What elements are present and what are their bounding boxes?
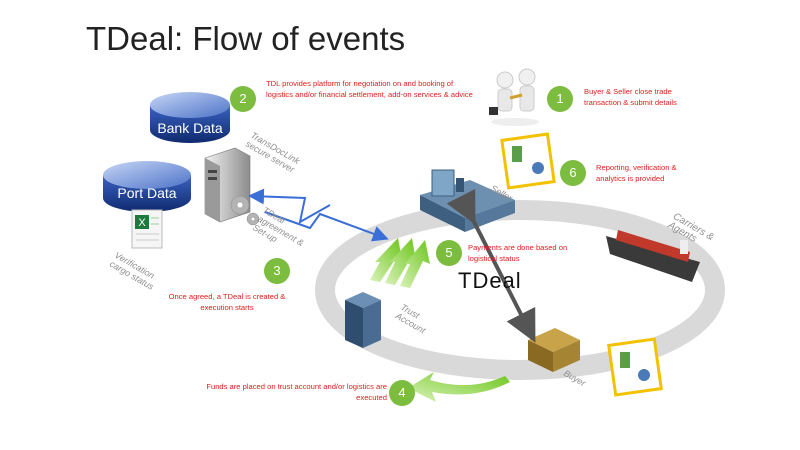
port-data-database: Port Data: [103, 161, 191, 212]
step-6-text: Reporting, verification & analytics is p…: [596, 163, 677, 183]
tdeal-brand: TDeal: [458, 268, 522, 293]
bank-data-database: Bank Data: [150, 92, 230, 143]
ship-icon: [606, 230, 700, 282]
step-2-text: TDL provides platform for negotiation on…: [266, 79, 473, 99]
step-3-badge: 3: [264, 258, 290, 284]
green-arrow-bottom: [408, 372, 510, 402]
port-data-label: Port Data: [117, 185, 176, 201]
step-2-badge: 2: [230, 86, 256, 112]
gears-icon: [230, 195, 260, 226]
step-4-badge: 4: [389, 380, 415, 406]
blue-arrow-to-server: [248, 188, 331, 224]
report-icon: [500, 132, 556, 190]
blue-arrow-to-ring: [264, 211, 389, 242]
step-3-text: Once agreed, a TDeal is created & execut…: [168, 292, 286, 312]
page-title: TDeal: Flow of events: [86, 20, 406, 57]
spreadsheet-icon: X: [131, 209, 163, 249]
step-1-badge: 1: [547, 86, 573, 112]
step-1-text: Buyer & Seller close trade transaction &…: [584, 87, 677, 107]
building-icon: [345, 292, 381, 348]
bank-data-label: Bank Data: [157, 120, 223, 136]
warehouse-icon: [528, 328, 580, 372]
green-arrows: [370, 238, 430, 288]
step-6-badge: 6: [560, 160, 586, 186]
step-5-text: Payments are done based on logistical st…: [468, 243, 568, 263]
report-icon-buyer: [607, 337, 663, 397]
step-5-badge: 5: [436, 240, 462, 266]
svg-text:X: X: [138, 217, 146, 229]
step-4-text: Funds are placed on trust account and/or…: [206, 382, 387, 402]
handshake-icon: [489, 68, 539, 126]
gray-double-arrow: [446, 188, 536, 343]
